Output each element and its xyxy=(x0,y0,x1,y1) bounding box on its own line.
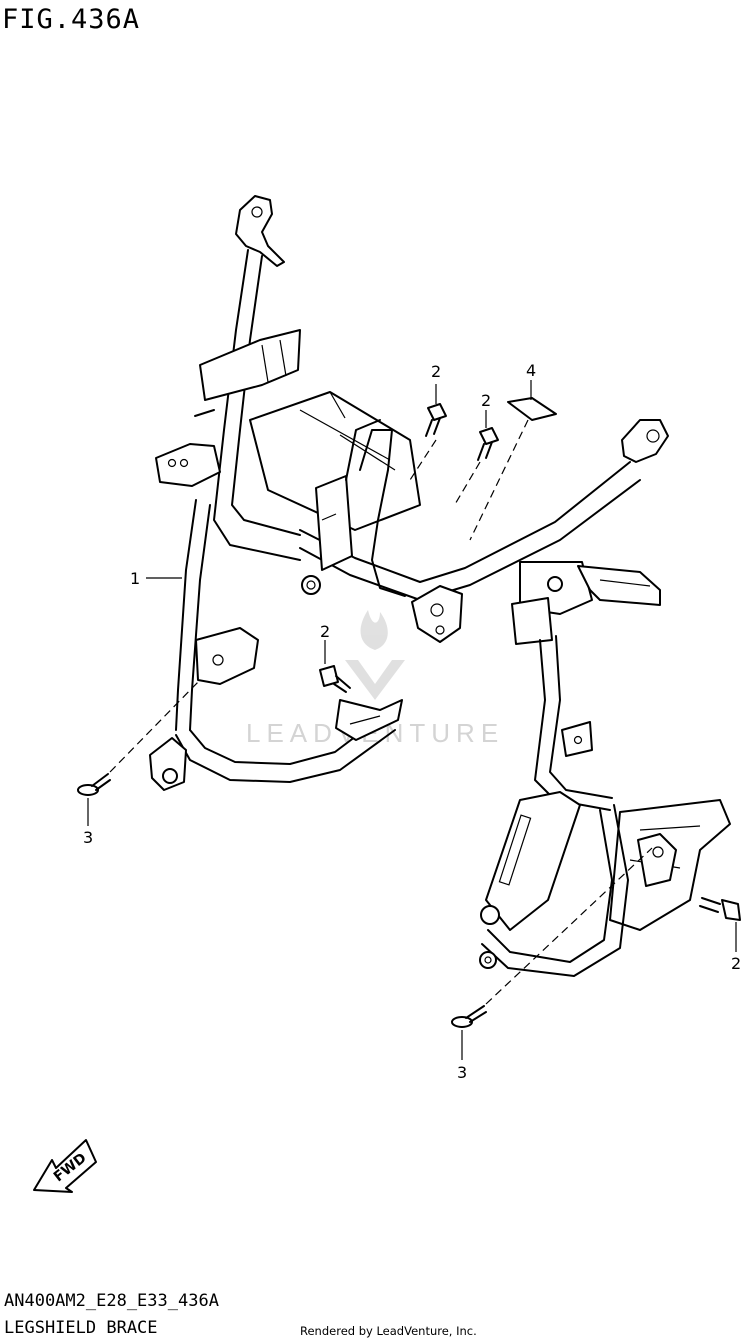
callout-4: 4 xyxy=(526,361,536,380)
bolt-part-2-upper-left[interactable] xyxy=(425,403,447,437)
callout-3b: 3 xyxy=(457,1063,467,1082)
callout-2a: 2 xyxy=(431,362,441,381)
callout-2c: 2 xyxy=(320,622,330,641)
part-group-name: LEGSHIELD BRACE xyxy=(4,1318,158,1338)
callout-1: 1 xyxy=(130,569,140,588)
clip-part-4[interactable] xyxy=(507,397,557,421)
figure-title: FIG.436A xyxy=(2,4,141,35)
forward-arrow-icon: FWD xyxy=(33,1139,97,1193)
model-code: AN400AM2_E28_E33_436A xyxy=(4,1291,219,1311)
screw-part-3-right[interactable] xyxy=(451,1005,487,1028)
bolt-part-2-center[interactable] xyxy=(319,665,403,741)
callout-3a: 3 xyxy=(83,828,93,847)
leader-lines xyxy=(87,380,737,1060)
rendered-by: Rendered by LeadVenture, Inc. xyxy=(300,1324,477,1338)
callout-2d: 2 xyxy=(731,954,741,973)
bolt-part-2-right[interactable] xyxy=(699,897,741,921)
legshield-brace-frame[interactable] xyxy=(149,195,731,977)
bolt-part-2-upper-right[interactable] xyxy=(477,427,499,461)
watermark-logo xyxy=(345,610,405,700)
screw-part-3-left[interactable] xyxy=(77,773,111,796)
callout-2b: 2 xyxy=(481,391,491,410)
